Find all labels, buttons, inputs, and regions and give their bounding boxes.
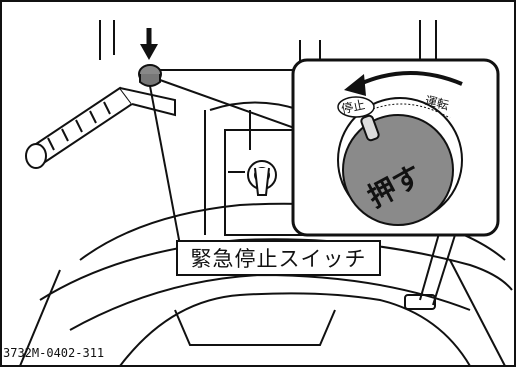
figure-id: 3732M-0402-311 [3,346,105,360]
emergency-stop-callout: 緊急停止スイッチ [176,240,381,276]
down-arrow-icon [140,28,158,60]
key-switch [228,160,277,196]
emergency-stop-button [138,64,162,87]
leader-lines [149,69,305,246]
zoom-inset [291,58,500,237]
curved-arrow-icon [344,71,463,96]
